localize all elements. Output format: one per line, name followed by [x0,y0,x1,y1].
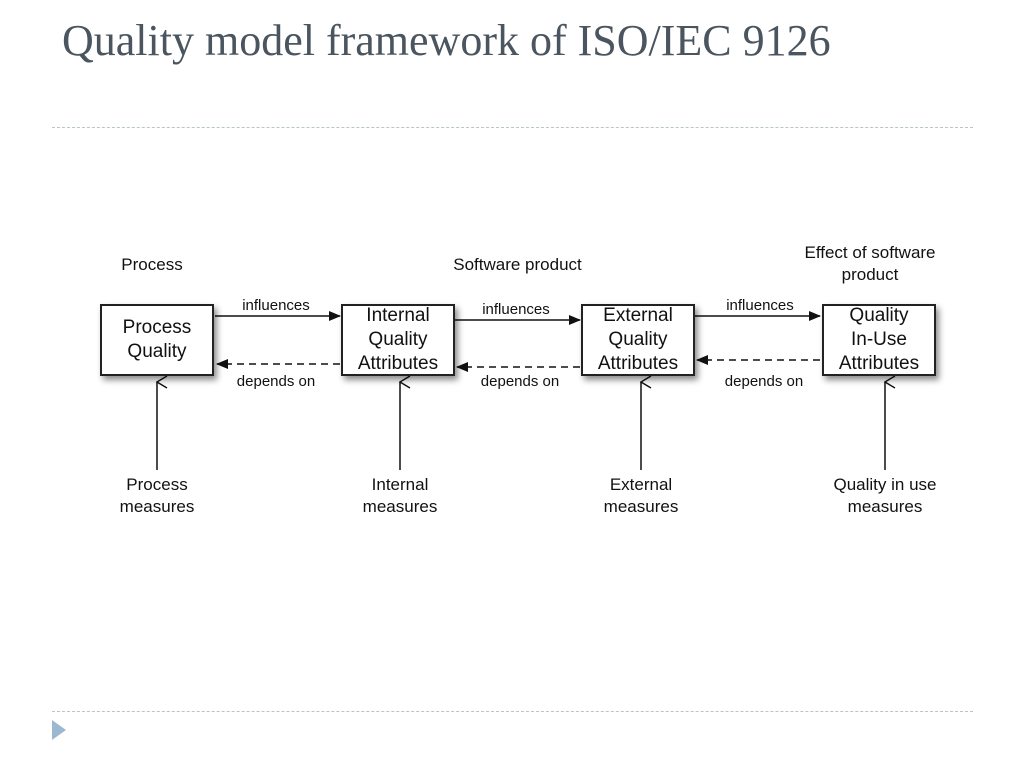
quality-in-use-label: Quality In-Use Attributes [838,305,920,374]
external-measures-label: External measures [603,475,679,516]
title-divider [52,127,973,128]
external-quality-box: External Quality Attributes [581,304,695,376]
slide-title: Quality model framework of ISO/IEC 9126 [62,16,831,65]
internal-measures-label: Internal measures [362,475,438,516]
section-label-effect: Effect of software product [804,243,936,284]
section-label-software-product: Software product [453,255,582,274]
next-slide-arrow-icon[interactable] [52,720,66,740]
depends-on-label-3: depends on [724,373,804,390]
process-measures-label: Process measures [119,475,195,516]
depends-on-label-1: depends on [236,373,316,390]
internal-quality-box: Internal Quality Attributes [341,304,455,376]
process-quality-label: Process Quality [122,317,192,362]
influences-label-3: influences [726,297,794,314]
influences-label-1: influences [242,297,310,314]
quality-in-use-measures-label: Quality in use measures [833,475,937,516]
influences-label-2: influences [482,301,550,318]
process-quality-box: Process Quality [100,304,214,376]
depends-on-label-2: depends on [480,373,560,390]
quality-in-use-box: Quality In-Use Attributes [822,304,936,376]
internal-quality-label: Internal Quality Attributes [357,305,439,374]
footer-divider [52,711,973,712]
section-label-process: Process [121,255,183,274]
external-quality-label: External Quality Attributes [597,305,679,374]
